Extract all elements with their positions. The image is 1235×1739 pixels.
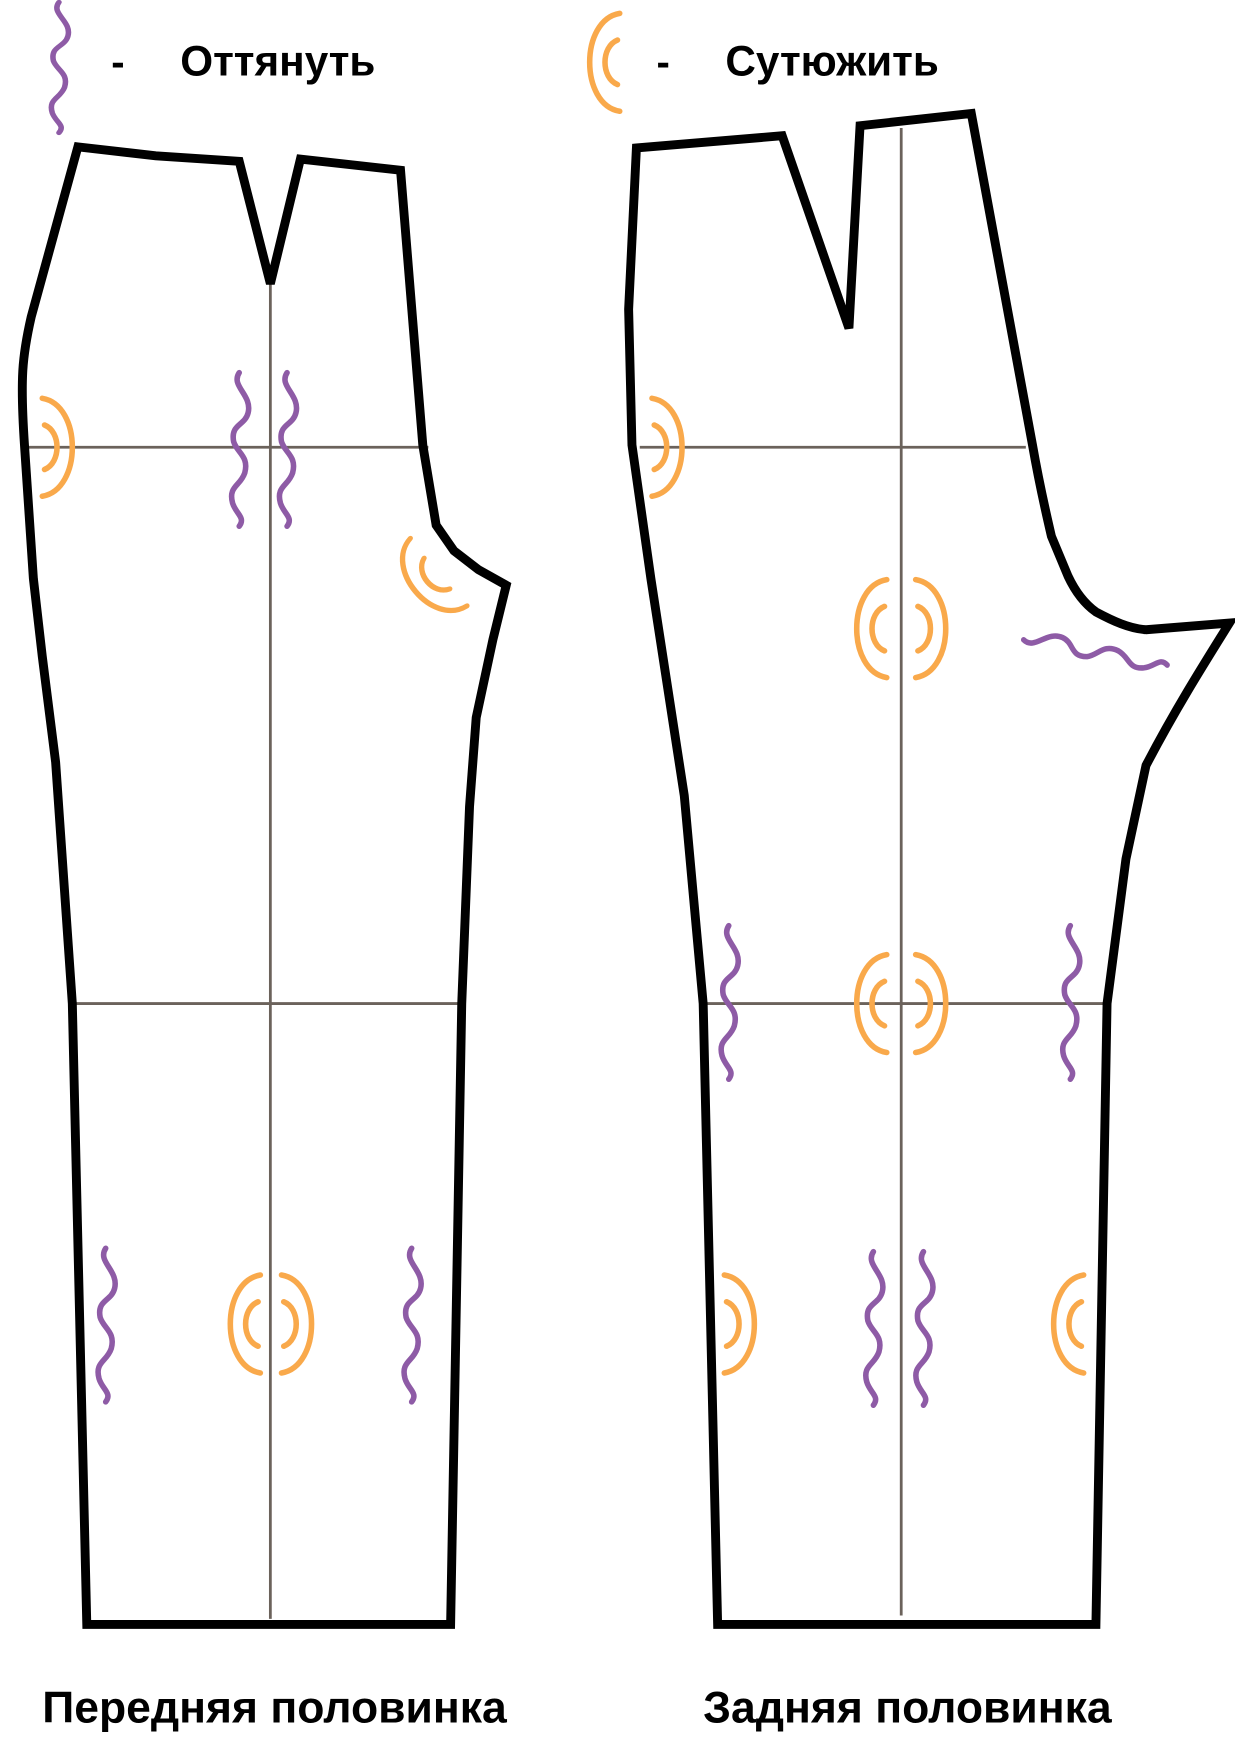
wavy-line-icon [51,2,68,133]
stretch-mark-icon [404,1248,421,1402]
front-outline [17,142,512,1629]
stretch-mark-icon [866,1252,883,1406]
press-mark-icon [916,580,946,678]
back-outline [624,108,1235,1629]
legend-label-stretch: Оттянуть [180,38,375,85]
stretch-mark-icon [279,373,296,527]
stretch-mark-icon [98,1248,115,1402]
front-piece: Передняя половинка [17,142,512,1732]
press-mark-icon [857,580,887,678]
back-piece: Задняя половинка [624,108,1235,1732]
press-mark-icon [281,1275,311,1373]
guide-lines [24,283,462,1619]
stretch-mark-icon [916,1252,933,1406]
front-title: Передняя половинка [42,1683,508,1732]
press-mark-icon [1054,1275,1084,1373]
legend-label-press: Сутюжить [725,38,938,85]
front-marks [42,373,467,1402]
legend-dash: - [111,41,124,85]
legend-stretch: - Оттянуть [51,2,375,133]
guide-lines [639,127,1104,1616]
press-arc-icon [590,13,620,111]
back-title: Задняя половинка [703,1683,1113,1732]
stretch-mark-icon [232,373,249,527]
back-marks [652,398,1169,1405]
press-mark-icon [724,1275,754,1373]
stretch-mark-icon [1022,630,1169,672]
legend-press: - Сутюжить [590,13,939,111]
legend-dash: - [656,41,669,85]
press-mark-icon [230,1275,260,1373]
